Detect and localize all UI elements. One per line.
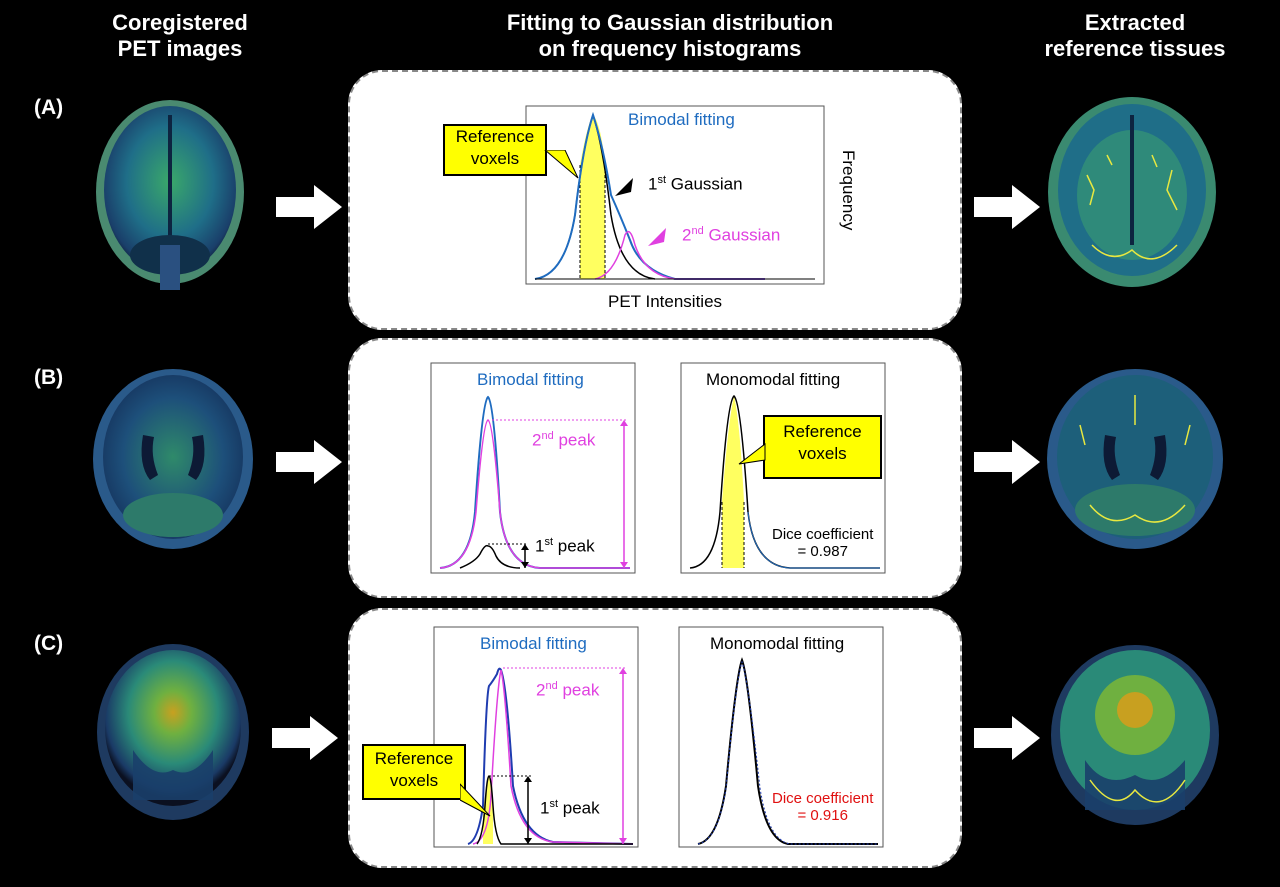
arrow-right-icon <box>276 185 342 229</box>
sp-word: peak <box>558 430 596 450</box>
histogram-b-bimodal <box>430 362 636 574</box>
pointer-black-icon <box>615 178 633 196</box>
dice-text: Dice coefficient <box>772 790 874 807</box>
arrow-right-icon <box>974 185 1040 229</box>
reference-voxels-box-b: Reference voxels <box>763 415 882 479</box>
xlabel-a: PET Intensities <box>608 292 723 311</box>
bimodal-label-b: Bimodal fitting <box>477 370 584 389</box>
header-coregistered: Coregistered PET images <box>90 10 270 62</box>
arrow-right-icon <box>276 440 342 484</box>
sp-num: 2 <box>536 680 546 700</box>
reference-line2: voxels <box>798 444 847 463</box>
reference-line1: Reference <box>455 127 535 146</box>
dice-text: Dice coefficient <box>772 526 874 543</box>
pointer-magenta-icon <box>648 228 666 246</box>
dice-label-b: Dice coefficient = 0.987 <box>772 526 873 560</box>
bimodal-label-a: Bimodal fitting <box>628 110 735 129</box>
bimodal-curve-a <box>534 111 765 280</box>
header-right-line2: reference tissues <box>1044 36 1226 61</box>
second-peak-label-c: 2nd peak <box>536 680 599 701</box>
second-sup: nd <box>691 225 704 237</box>
header-middle-line2: on frequency histograms <box>538 36 802 61</box>
reference-line2: voxels <box>389 771 439 790</box>
fp-sup: st <box>549 798 559 810</box>
second-gaussian-curve-a <box>594 230 765 280</box>
pet-image-b <box>93 369 253 549</box>
second-peak-curve-b <box>439 419 630 569</box>
header-extracted: Extracted reference tissues <box>1030 10 1240 62</box>
histogram-a <box>525 105 825 285</box>
reference-voxels-box-c: Reference voxels <box>362 744 466 800</box>
pet-image-a <box>96 100 244 290</box>
reference-voxels-box-a: Reference voxels <box>443 124 547 176</box>
monomodal-label-b: Monomodal fitting <box>706 370 841 389</box>
histogram-b-monomodal <box>680 362 886 574</box>
dice-value: = 0.987 <box>797 543 848 560</box>
fp-num: 1 <box>535 536 545 556</box>
arrow-right-icon <box>974 440 1040 484</box>
row-label-a: (A) <box>34 96 64 119</box>
sp-num: 2 <box>532 430 542 450</box>
dice-value: = 0.916 <box>797 807 848 824</box>
arrow-right-icon <box>974 716 1040 760</box>
reference-pointer-a <box>544 150 579 179</box>
sp-sup: nd <box>541 430 554 442</box>
histogram-c-bimodal <box>433 626 639 848</box>
row-label-b: (B) <box>34 366 64 389</box>
monomodal-label-c: Monomodal fitting <box>710 634 845 653</box>
monomodal-curve-c <box>697 657 878 845</box>
fp-word: peak <box>562 798 600 818</box>
extracted-image-a <box>1048 97 1216 287</box>
second-gaussian-label-a: 2nd Gaussian <box>682 225 780 246</box>
first-gaussian-label-a: 1st Gaussian <box>648 174 743 195</box>
second-word: Gaussian <box>708 225 781 245</box>
first-word: Gaussian <box>670 174 743 194</box>
reference-line1: Reference <box>374 749 454 768</box>
histogram-c-monomodal <box>678 626 884 848</box>
arrow-right-icon <box>272 716 338 760</box>
fp-word: peak <box>557 536 595 556</box>
header-right-line1: Extracted <box>1084 10 1186 35</box>
panel-a <box>348 70 962 330</box>
second-peak-label-b: 2nd peak <box>532 430 595 451</box>
header-middle-line1: Fitting to Gaussian distribution <box>506 10 834 35</box>
first-num: 1 <box>648 174 658 194</box>
first-peak-curve-b <box>459 544 521 569</box>
reference-pointer-c <box>460 783 491 817</box>
fp-num: 1 <box>540 798 550 818</box>
bimodal-label-c: Bimodal fitting <box>480 634 587 653</box>
sp-word: peak <box>562 680 600 700</box>
first-sup: st <box>657 174 667 186</box>
ylabel-a: Frequency <box>839 150 858 231</box>
header-fitting: Fitting to Gaussian distribution on freq… <box>460 10 880 62</box>
reference-fill-b <box>722 396 744 568</box>
extracted-image-b <box>1047 369 1223 549</box>
bimodal-curve-c <box>467 667 634 845</box>
header-left-line1: Coregistered <box>112 10 248 35</box>
second-num: 2 <box>682 225 692 245</box>
pet-image-c <box>97 644 249 820</box>
dice-label-c: Dice coefficient = 0.916 <box>772 790 873 824</box>
extracted-image-c <box>1051 645 1219 825</box>
first-peak-label-b: 1st peak <box>535 536 595 557</box>
reference-line2: voxels <box>470 149 520 168</box>
header-left-line2: PET images <box>117 36 243 61</box>
reference-fill-a <box>580 115 605 279</box>
second-peak-curve-c <box>472 669 634 845</box>
fp-sup: st <box>544 536 554 548</box>
first-peak-label-c: 1st peak <box>540 798 600 819</box>
row-label-c: (C) <box>34 632 64 655</box>
sp-sup: nd <box>545 680 558 692</box>
reference-pointer-b <box>738 442 766 465</box>
reference-line1: Reference <box>783 422 862 441</box>
panel-c <box>348 608 962 868</box>
